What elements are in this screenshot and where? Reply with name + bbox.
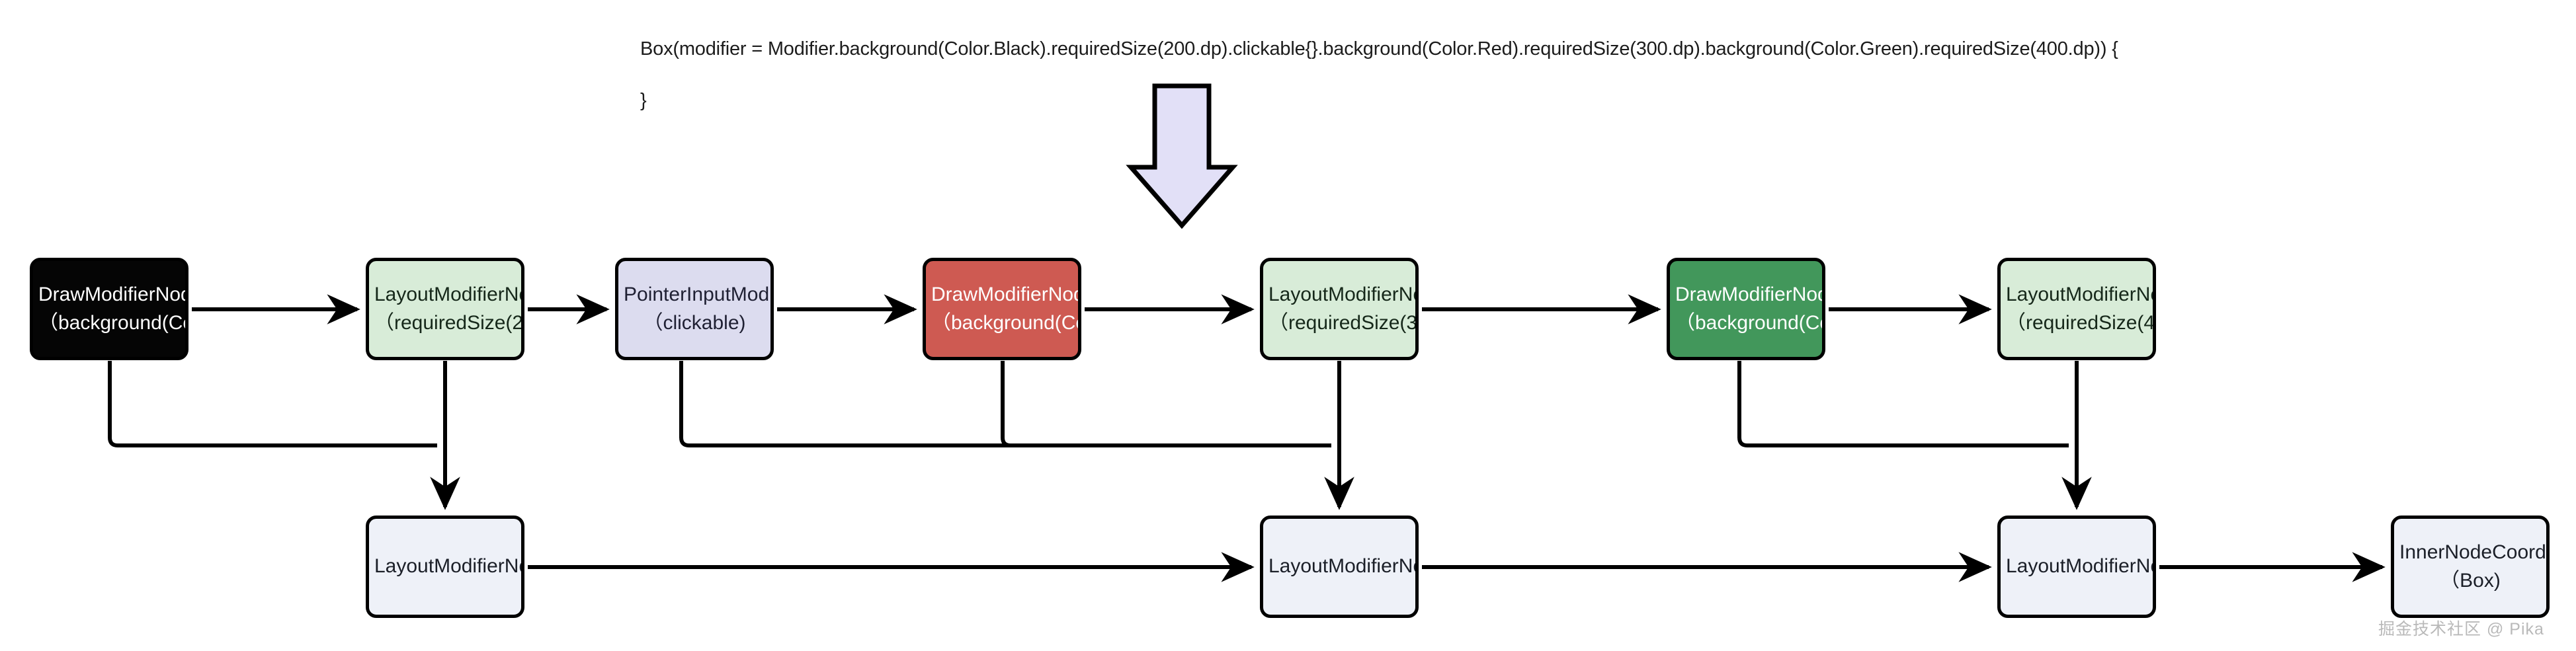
node-pointer-input-modifier-clickable[interactable]: PointerInputModiferNode（clickable) <box>615 258 774 360</box>
node-label: LayoutModifierNodeCoordinator <box>2006 555 2153 578</box>
node-label: DrawModifierNode（background(Color.Red)) <box>931 283 1081 334</box>
edge-black-to-coord1 <box>108 361 437 447</box>
edge-red-to-coord2 <box>1001 361 1331 447</box>
node-label: LayoutModifierNode（requiredSize(400.dp)) <box>2006 283 2155 334</box>
node-layout-modifier-node-coordinator-1[interactable]: LayoutModifierNodeCoordinator <box>366 516 524 618</box>
node-draw-modifier-black[interactable]: DrawModifierNode（background(Color.Black)… <box>30 258 188 360</box>
node-layout-modifier-400[interactable]: LayoutModifierNode（requiredSize(400.dp)) <box>1997 258 2156 360</box>
edge-green-to-coord3 <box>1737 361 2069 447</box>
edge-pointer-to-coord2 <box>679 361 1331 447</box>
code-snippet-line-2: } <box>640 90 647 111</box>
node-label: DrawModifierNode（background(Color.Green)… <box>1675 283 1825 334</box>
node-draw-modifier-red[interactable]: DrawModifierNode（background(Color.Red)) <box>923 258 1081 360</box>
node-inner-node-coordinator-box[interactable]: InnerNodeCoordinator（Box) <box>2391 516 2550 618</box>
node-layout-modifier-300[interactable]: LayoutModifierNode（requiredSize(300.dp)) <box>1260 258 1419 360</box>
node-draw-modifier-green[interactable]: DrawModifierNode（background(Color.Green)… <box>1667 258 1825 360</box>
node-layout-modifier-node-coordinator-2[interactable]: LayoutModifierNodeCoordinator <box>1260 516 1419 618</box>
watermark: 掘金技术社区 @ Pika <box>2378 620 2544 638</box>
node-label: InnerNodeCoordinator（Box) <box>2399 541 2550 592</box>
node-label: LayoutModifierNodeCoordinator <box>1268 555 1415 578</box>
node-label: DrawModifierNode（background(Color.Black)… <box>38 283 188 334</box>
node-layout-modifier-node-coordinator-3[interactable]: LayoutModifierNodeCoordinator <box>1997 516 2156 618</box>
flow-down-arrow <box>1126 83 1238 229</box>
node-label: PointerInputModiferNode（clickable) <box>624 283 774 334</box>
code-snippet-line-1: Box(modifier = Modifier.background(Color… <box>640 38 2118 59</box>
node-label: LayoutModifierNode（requiredSize(300.dp)) <box>1268 283 1418 334</box>
node-label: LayoutModifierNodeCoordinator <box>374 555 521 578</box>
node-layout-modifier-200[interactable]: LayoutModifierNode（requiredSize(200.dp)) <box>366 258 524 360</box>
node-label: LayoutModifierNode（requiredSize(200.dp)) <box>374 283 524 334</box>
